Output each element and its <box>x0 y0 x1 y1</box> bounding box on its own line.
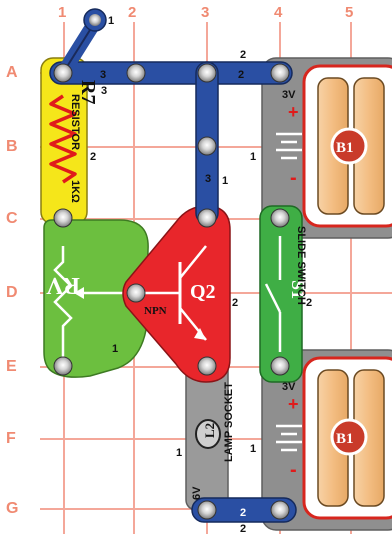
resistor <box>40 57 88 225</box>
battery-top-minus: - <box>290 167 297 189</box>
level-marker: 1 <box>112 343 118 355</box>
row-label: D <box>6 284 18 301</box>
level-marker: 2 <box>238 69 244 81</box>
lamp-name: LAMP SOCKET <box>223 382 235 462</box>
resistor-value: 1KΩ <box>69 180 81 203</box>
level-marker: 3 <box>101 85 107 97</box>
wire-row-g <box>191 497 297 523</box>
lamp-voltage: 6V <box>191 486 203 500</box>
column-label: 1 <box>58 4 67 21</box>
column-label: 5 <box>345 4 354 21</box>
snap-contact <box>197 63 217 83</box>
lamp-id: L2 <box>202 423 217 438</box>
column-label: 2 <box>128 4 137 21</box>
resistor-name: RESISTOR <box>69 94 81 150</box>
row-label: B <box>6 138 18 155</box>
transistor-type: NPN <box>144 305 167 317</box>
wire-row-a <box>49 61 293 85</box>
snap-contact <box>126 63 146 83</box>
wire-top-left <box>56 15 102 80</box>
snap-contact <box>270 500 290 520</box>
row-label: C <box>6 210 18 227</box>
row-label: E <box>6 358 17 375</box>
resistor-zigzag <box>49 94 77 184</box>
battery-holder-bottom <box>261 349 392 531</box>
level-marker: 3 <box>205 173 211 185</box>
column-label: 4 <box>274 4 283 21</box>
slide-switch <box>259 205 303 383</box>
battery-bottom-plus: + <box>288 394 299 414</box>
battery-bottom-id: B1 <box>336 431 354 447</box>
level-marker: 2 <box>240 523 246 534</box>
snap-contact <box>197 500 217 520</box>
level-marker: 1 <box>222 175 228 187</box>
battery-badge <box>330 418 368 456</box>
snap-contact <box>197 208 217 228</box>
level-marker: 3 <box>100 69 106 81</box>
battery-top-plus: + <box>288 102 299 122</box>
level-marker: 1 <box>108 15 114 27</box>
snap-contacts <box>53 8 290 520</box>
snap-contact <box>53 208 73 228</box>
switch-name: SLIDE SWITCH <box>295 226 307 305</box>
battery-bottom-voltage: 3V <box>282 381 296 393</box>
battery-top-id: B1 <box>336 140 354 156</box>
snap-contact <box>89 14 101 26</box>
snap-contact <box>270 63 290 83</box>
column-label: 3 <box>201 4 210 21</box>
lamp-bulb <box>195 419 221 449</box>
battery-top-voltage: 3V <box>282 89 296 101</box>
level-marker: 1 <box>176 447 182 459</box>
snap-contact <box>270 356 290 376</box>
battery-badge <box>330 127 368 165</box>
lamp-socket <box>185 359 229 511</box>
level-marker: 2 <box>90 151 96 163</box>
potentiometer-id: RV <box>46 272 80 298</box>
snap-contact <box>197 136 217 156</box>
battery-holder-top <box>261 57 392 239</box>
npn-transistor <box>122 205 231 383</box>
level-marker: 2 <box>306 297 312 309</box>
snap-contact <box>197 356 217 376</box>
level-marker: 1 <box>250 151 256 163</box>
row-label: A <box>6 64 18 81</box>
row-label: G <box>6 500 19 517</box>
row-label: F <box>6 430 16 447</box>
snap-contact <box>126 283 146 303</box>
level-marker: 1 <box>250 443 256 455</box>
resistor-id: R7 <box>77 80 99 104</box>
switch-id: S1 <box>288 280 308 299</box>
level-marker: 2 <box>240 49 246 61</box>
potentiometer <box>43 219 149 378</box>
level-marker: 2 <box>232 297 238 309</box>
grid-column-line <box>350 22 352 534</box>
snap-contact <box>270 208 290 228</box>
snap-contact <box>53 63 73 83</box>
level-marker: 2 <box>240 507 246 519</box>
battery-bottom-minus: - <box>290 459 297 481</box>
snap-contact <box>53 356 73 376</box>
transistor-id: Q2 <box>190 281 216 303</box>
